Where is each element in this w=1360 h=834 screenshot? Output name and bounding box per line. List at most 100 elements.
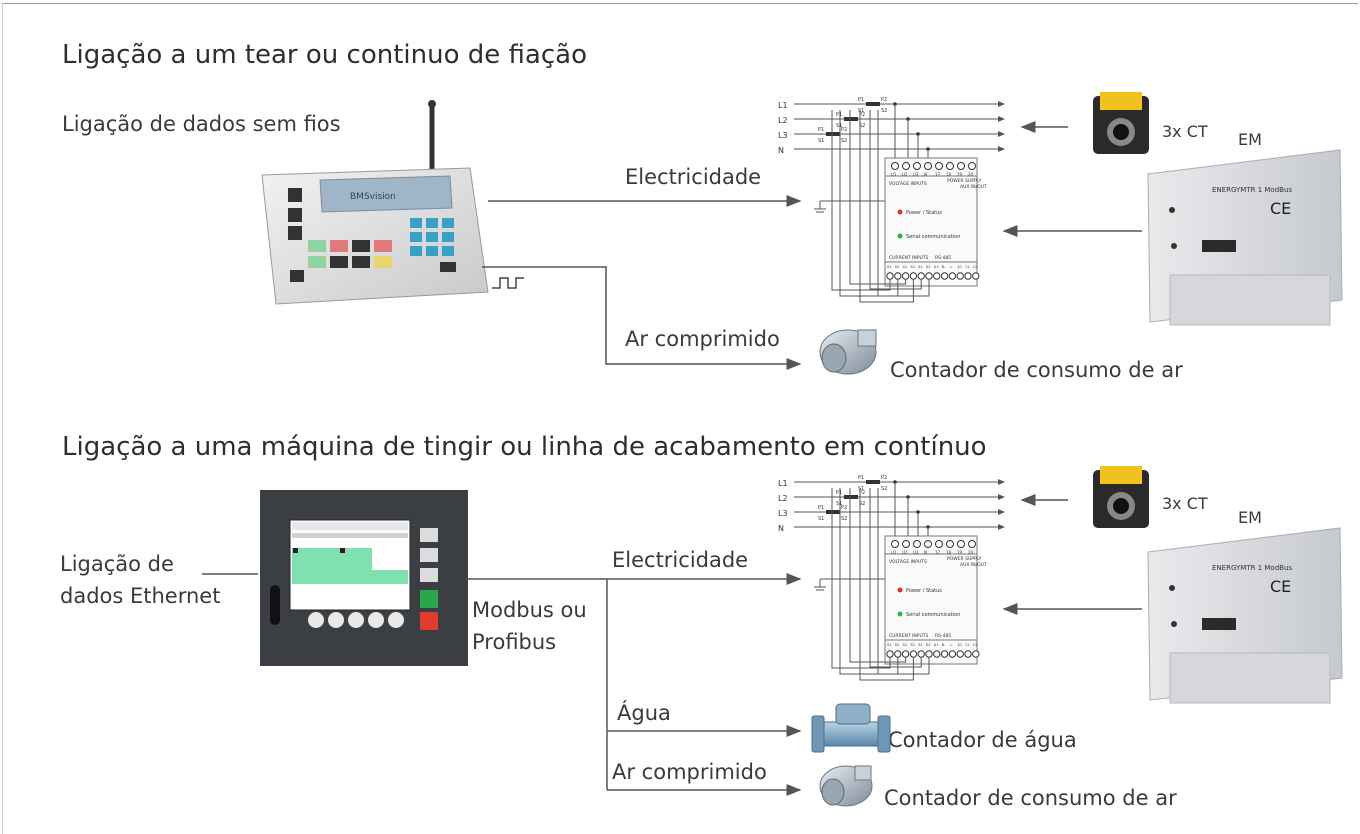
electricity-label-1: Electricidade: [625, 165, 762, 189]
terminal-bottom: [948, 650, 957, 658]
terminal-bottom: [925, 272, 933, 280]
air-meter-label-2: Contador de consumo de ar: [884, 786, 1177, 810]
terminal-bottom: [972, 272, 980, 280]
terminal-bottom-label: S1: [903, 265, 907, 269]
terminal-top: [913, 162, 921, 170]
terminal-bottom-label: S1: [918, 643, 922, 647]
energy-meter-icon: ENERGYMTR 1 ModBus CE: [1147, 149, 1343, 326]
ct-p1-label: P1: [858, 97, 864, 103]
terminal-top-label: 20: [968, 172, 974, 177]
svg-text:ENERGYMTR 1 ModBus: ENERGYMTR 1 ModBus: [1212, 564, 1292, 572]
ct-p2-label: P2: [841, 127, 847, 133]
phase-label-l2: L2: [778, 494, 788, 503]
terminal-bottom-label: S1: [887, 643, 891, 647]
ct-symbol: [826, 510, 840, 514]
rs485-label: RS-485: [935, 255, 951, 261]
ct-p2-label: P2: [859, 490, 865, 496]
terminal-top-label: 17: [935, 550, 941, 555]
svg-text:BMSvision: BMSvision: [350, 192, 396, 202]
ct-p1-label: P1: [836, 112, 842, 118]
terminal-bottom: [901, 650, 910, 658]
terminal-top-label: 19: [957, 172, 963, 177]
terminal-bottom-label: A+: [934, 265, 939, 269]
terminal-top-label: U2: [902, 550, 908, 555]
terminal-top-label: U2: [902, 172, 908, 177]
ethernet-label-line1: Ligação de: [60, 552, 174, 576]
ct-s1-label: S1: [836, 501, 842, 507]
terminal-bottom: [917, 272, 925, 280]
air-wire-1: [482, 266, 802, 370]
terminal-top-label: U3: [913, 172, 919, 177]
terminal-bottom-label: S2: [926, 265, 930, 269]
terminal-top: [946, 540, 954, 548]
ct-symbol: [826, 132, 840, 136]
terminal-bottom-label: B-: [942, 643, 946, 647]
ct-s2-label: S2: [859, 123, 865, 129]
terminal-bottom: [894, 650, 902, 658]
ct-s2-label: S2: [859, 501, 865, 507]
pulse-icon: [492, 277, 524, 289]
comm-led: [897, 233, 903, 239]
ct-symbol: [866, 102, 880, 106]
terminal-bottom-label: S1: [903, 643, 907, 647]
terminal-top-label: 18: [946, 550, 952, 555]
terminal-bottom: [909, 650, 918, 658]
terminal-bottom-label: S2: [910, 265, 914, 269]
ct-s2-label: S2: [841, 516, 847, 522]
meter-module: [884, 535, 978, 665]
ct-icon: [1093, 92, 1149, 154]
meter-module: [884, 157, 978, 287]
terminal-bottom: [933, 650, 941, 658]
ct-symbol: [844, 117, 858, 121]
terminal-bottom-label: S2: [895, 643, 899, 647]
ct-s2-label: S2: [881, 108, 887, 114]
terminal-top: [957, 162, 965, 170]
terminal-bottom: [894, 272, 902, 280]
water-meter-label: Contador de água: [888, 728, 1077, 752]
terminal-top-label: 19: [957, 550, 963, 555]
terminal-bottom-label: S2: [926, 643, 930, 647]
section-2-title: Ligação a uma máquina de tingir ou linha…: [62, 432, 987, 462]
terminal-bottom: [917, 650, 925, 658]
terminal-bottom-label: S2: [895, 265, 899, 269]
terminal-top-label: N: [924, 550, 927, 555]
terminal-top-label: U1: [891, 550, 897, 555]
power-supply-label: POWER SUPPLY: [947, 556, 982, 562]
ct-s1-label: S1: [836, 123, 842, 129]
terminal-bottom: [933, 272, 941, 280]
ct-secondary-wire: [839, 110, 899, 297]
ct-s1-label: S1: [818, 138, 824, 144]
current-inputs-label: CURRENT INPUTS: [889, 255, 929, 261]
ct-s1-label: S1: [858, 486, 864, 492]
serial-comm-label: Serial communication: [906, 612, 960, 618]
phase-label-l2: L2: [778, 116, 788, 125]
ct-icon: [1093, 466, 1149, 528]
serial-comm-label: Serial communication: [906, 234, 960, 240]
electricity-label-2: Electricidade: [612, 548, 749, 572]
terminal-bottom: [956, 650, 964, 658]
air-label-2: Ar comprimido: [612, 760, 767, 784]
ct-p2-label: P2: [841, 505, 847, 511]
voltage-inputs-label: VOLTAGE INPUTS: [889, 181, 927, 187]
ct-label-1: 3x CT: [1162, 122, 1208, 141]
terminal-bottom: [886, 650, 894, 658]
ct-secondary-wire: [831, 488, 891, 669]
phase-label-n: N: [778, 146, 784, 155]
terminal-top-label: U3: [913, 550, 919, 555]
phase-label-l1: L1: [778, 479, 788, 488]
ct-secondary-wire: [869, 488, 922, 668]
terminal-top: [924, 162, 932, 170]
bus-label-line1: Modbus ou: [472, 598, 587, 622]
ct-s2-label: S2: [881, 486, 887, 492]
terminal-top-label: 20: [968, 550, 974, 555]
terminal-top: [924, 540, 932, 548]
terminal-top: [957, 540, 965, 548]
air-meter-icon: [819, 329, 877, 375]
air-label-1: Ar comprimido: [625, 327, 780, 351]
ct-secondary-wire: [877, 488, 930, 675]
phase-label-l3: L3: [778, 509, 788, 518]
terminal-bottom: [940, 650, 949, 658]
svg-text:CE: CE: [1270, 577, 1291, 596]
bus-label-line2: Profibus: [472, 630, 557, 654]
